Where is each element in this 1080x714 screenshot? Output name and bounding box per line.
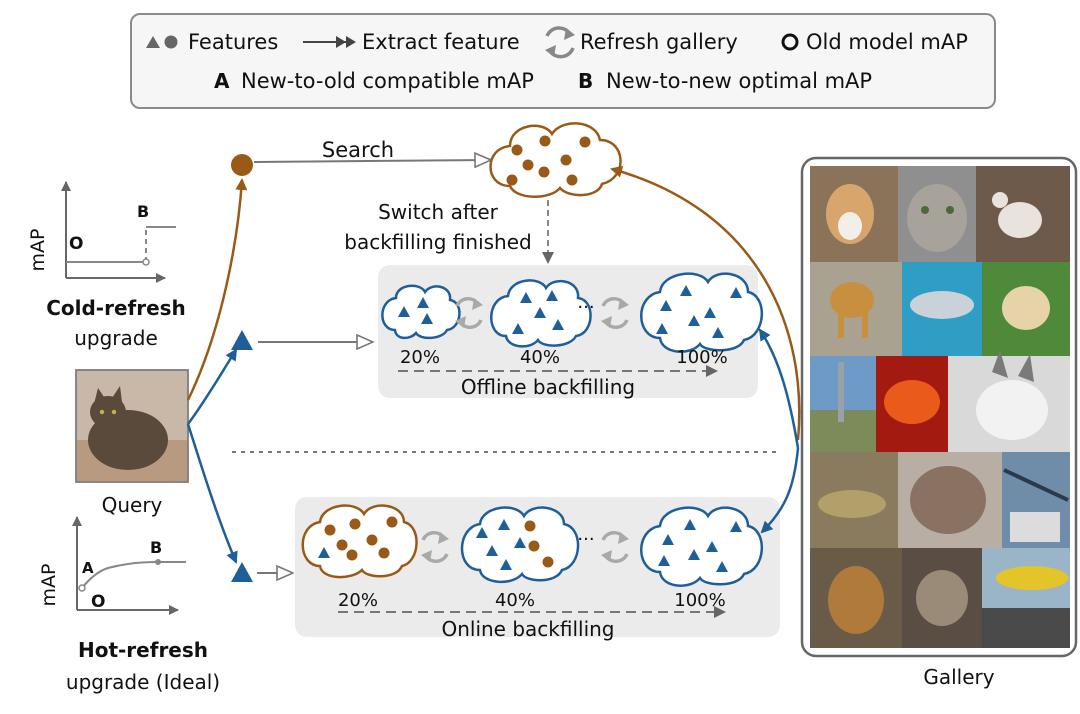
gallery-old-extract-arrow bbox=[610, 165, 801, 441]
hot-axis-label: mAP bbox=[38, 564, 60, 607]
cold-title-bold: Cold-refresh bbox=[46, 296, 186, 320]
refresh-icon bbox=[601, 530, 629, 564]
query-label: Query bbox=[102, 493, 163, 517]
legend-features: Features bbox=[188, 30, 278, 54]
hot-title-rest: upgrade (Ideal) bbox=[66, 670, 220, 694]
legend-old-map: Old model mAP bbox=[806, 30, 968, 54]
switch-line2: backfilling finished bbox=[344, 230, 531, 254]
online-pct-40: 40% bbox=[495, 590, 535, 611]
query-image bbox=[75, 369, 189, 483]
old-query-feature bbox=[231, 154, 253, 176]
search-arrow bbox=[253, 160, 490, 162]
offline-dots: ··· bbox=[577, 297, 594, 318]
offline-cloud-100 bbox=[640, 272, 763, 353]
new-query-feature-online bbox=[231, 562, 253, 582]
legend-refresh: Refresh gallery bbox=[580, 30, 738, 54]
cold-marker-o: O bbox=[69, 234, 83, 254]
legend-box: Features Extract feature Refresh gallery… bbox=[130, 13, 996, 109]
online-dots: ··· bbox=[577, 529, 594, 550]
refresh-icon bbox=[421, 530, 449, 564]
offline-pct-100: 100% bbox=[676, 347, 727, 368]
online-cloud-40 bbox=[460, 506, 580, 583]
legend-a-text: New-to-old compatible mAP bbox=[241, 69, 534, 93]
online-cloud-20 bbox=[301, 504, 418, 579]
legend-b-letter: B bbox=[578, 69, 593, 93]
hot-marker-o: O bbox=[91, 592, 105, 612]
legend-extract: Extract feature bbox=[362, 30, 520, 54]
offline-cloud-20 bbox=[381, 284, 461, 340]
legend-a-letter: A bbox=[214, 69, 230, 93]
gallery-new-extract-online bbox=[760, 447, 800, 534]
gallery-new-extract-offline bbox=[758, 328, 800, 449]
old-gallery-cloud bbox=[489, 122, 622, 198]
refresh-icon bbox=[601, 296, 629, 330]
circle-feature-icon bbox=[164, 35, 178, 49]
extract-arrow-icon bbox=[303, 36, 356, 48]
refresh-icon bbox=[455, 296, 483, 330]
refresh-icon bbox=[545, 26, 575, 59]
offline-cloud-40 bbox=[490, 279, 592, 348]
switch-line1: Switch after bbox=[378, 200, 499, 224]
cold-title-rest: upgrade bbox=[74, 326, 158, 350]
old-map-marker-icon bbox=[781, 33, 799, 51]
hot-marker-a: A bbox=[82, 559, 94, 577]
offline-label: Offline backfilling bbox=[461, 375, 635, 399]
cold-marker-b: B bbox=[137, 202, 149, 221]
offline-pct-20: 20% bbox=[400, 347, 440, 368]
offline-pct-40: 40% bbox=[520, 347, 560, 368]
cold-refresh-chart: mAP O B Cold-refresh upgrade bbox=[27, 181, 186, 350]
online-pct-20: 20% bbox=[338, 590, 378, 611]
gallery-label: Gallery bbox=[923, 665, 994, 689]
extract-new-arrow-online bbox=[186, 423, 238, 564]
online-pct-100: 100% bbox=[674, 590, 725, 611]
online-label: Online backfilling bbox=[441, 617, 614, 641]
online-cloud-100 bbox=[640, 506, 763, 587]
hot-refresh-chart: mAP A B O Hot-refresh upgrade (Ideal) bbox=[38, 516, 220, 694]
new-query-feature-offline bbox=[231, 330, 253, 350]
cold-axis-label: mAP bbox=[27, 229, 49, 272]
hot-marker-b: B bbox=[150, 538, 162, 557]
gallery-images bbox=[810, 166, 1070, 648]
extract-old-arrow bbox=[186, 178, 248, 401]
extract-new-arrow-offline bbox=[186, 348, 238, 425]
triangle-feature-icon bbox=[146, 36, 160, 48]
legend-b-text: New-to-new optimal mAP bbox=[606, 69, 872, 93]
search-label: Search bbox=[322, 138, 394, 162]
hot-title-bold: Hot-refresh bbox=[78, 638, 208, 662]
